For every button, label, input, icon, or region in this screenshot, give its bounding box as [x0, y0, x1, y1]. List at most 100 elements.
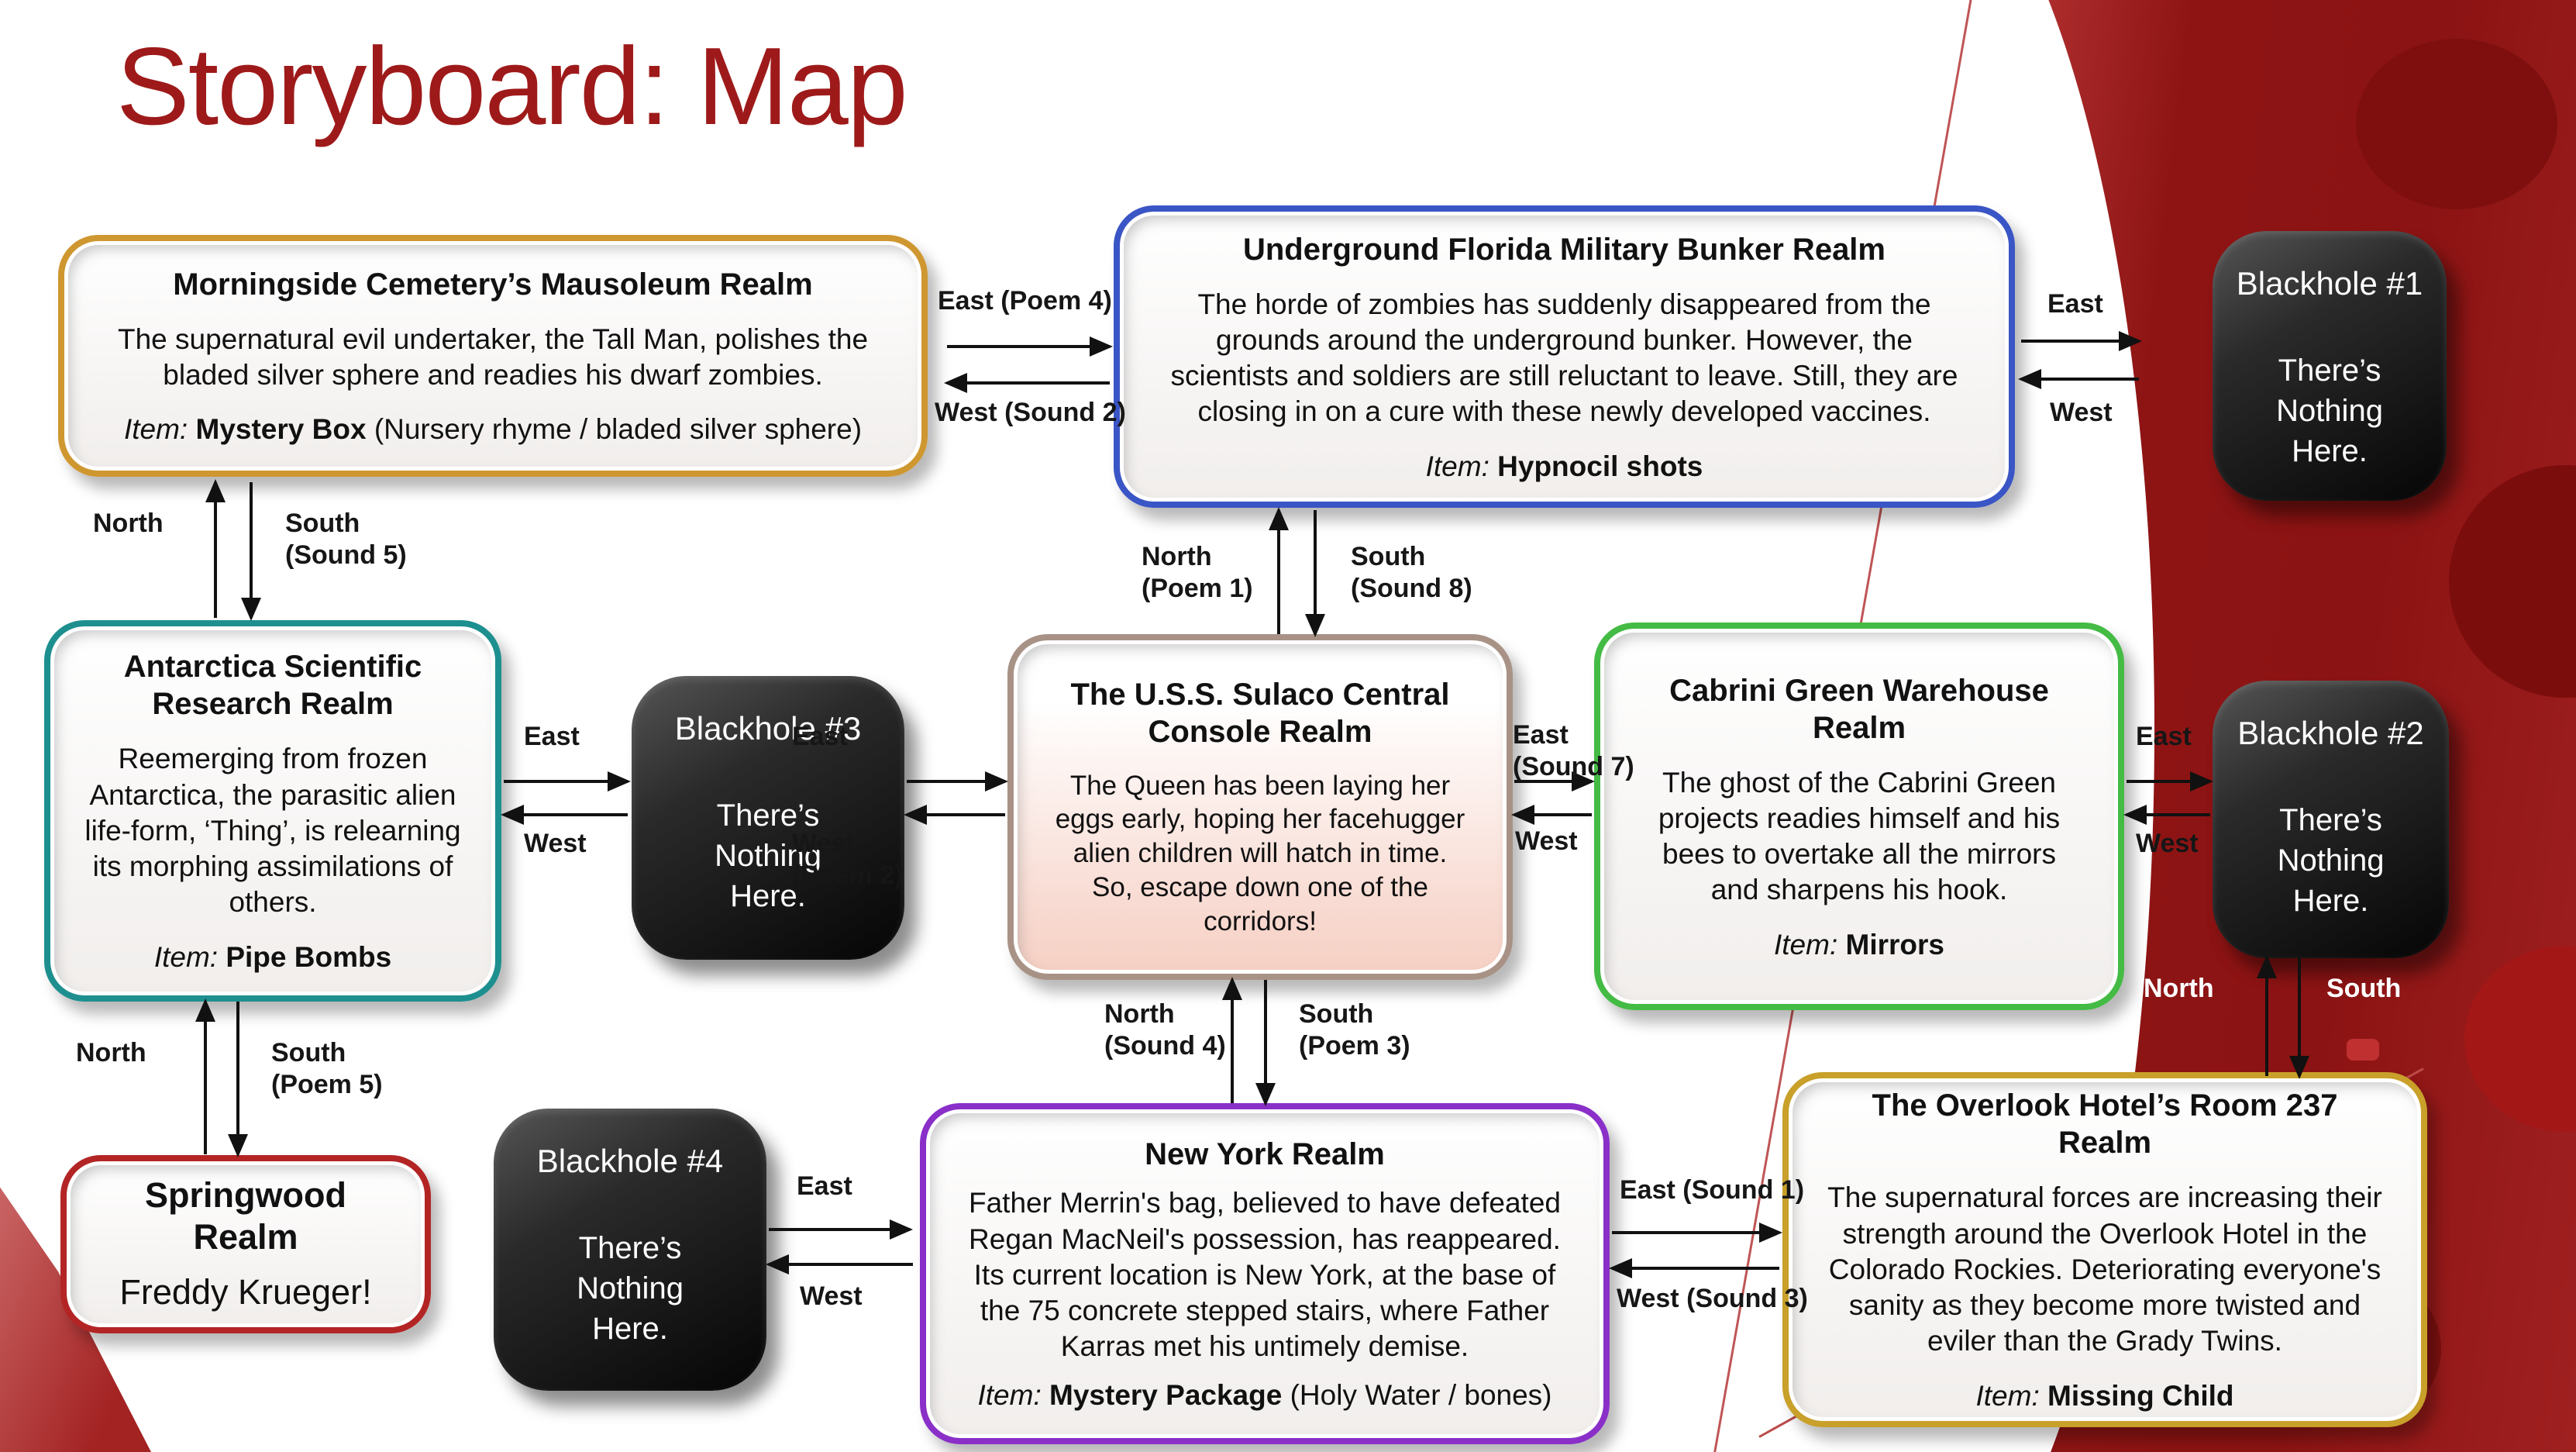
- label-south-blackhole2-overlook: South: [2326, 974, 2402, 1003]
- blackhole-title: Blackhole #1: [2236, 265, 2423, 302]
- label-west-sulaco-blackhole3: West (Poem 2): [792, 829, 904, 890]
- arrow-east-morningside-florida: [947, 345, 1110, 348]
- item-label: Item:: [153, 940, 219, 973]
- label-south-sulaco-newyork: South (Poem 3): [1299, 999, 1410, 1061]
- blackhole-body: There’s Nothing Here.: [2276, 354, 2383, 468]
- arrow-west-sulaco-blackhole3: [907, 813, 1005, 816]
- item-label: Item:: [1773, 928, 1838, 961]
- arrow-west-newyork-blackhole4: [769, 1263, 913, 1266]
- item-name: Hypnocil shots: [1497, 450, 1703, 482]
- blackhole-box-3: Blackhole #3 There’s Nothing Here.: [632, 676, 904, 960]
- label-south-morningside-antarctica: South (Sound 5): [285, 509, 407, 570]
- item-name: Mystery Package: [1049, 1378, 1283, 1411]
- background-blob: [2356, 39, 2557, 209]
- realm-box-morningside: Morningside Cemetery’s Mausoleum Realm T…: [58, 235, 928, 477]
- arrow-west-blackhole1-florida: [2021, 378, 2139, 381]
- realm-title: Morningside Cemetery’s Mausoleum Realm: [173, 267, 813, 302]
- arrow-east-cabrini-blackhole2: [2127, 780, 2210, 783]
- arrow-south-florida-sulaco: [1314, 510, 1317, 634]
- label-east-blackhole4-newyork: East: [797, 1171, 852, 1201]
- background-blob: [2347, 1039, 2379, 1061]
- page-title: Storyboard: Map: [116, 25, 908, 148]
- arrow-north-springwood-antarctica: [204, 1002, 207, 1154]
- realm-item: Item: Missing Child: [1827, 1380, 2382, 1412]
- arrow-east-florida-blackhole1: [2021, 340, 2139, 343]
- label-south-antarctica-springwood: South (Poem 5): [271, 1038, 383, 1099]
- realm-item: Item: Mirrors: [1641, 929, 2078, 961]
- realm-title: The U.S.S. Sulaco Central Console Realm: [1070, 677, 1450, 749]
- item-name: Mystery Box: [195, 413, 367, 446]
- label-south-florida-sulaco: South (Sound 8): [1351, 542, 1472, 603]
- arrow-east-blackhole3-sulaco: [907, 780, 1005, 783]
- label-east-cabrini-blackhole2: East: [2136, 722, 2192, 751]
- blackhole-body: There’s Nothing Here.: [715, 798, 821, 913]
- arrow-west-overlook-newyork: [1612, 1267, 1779, 1270]
- realm-title: Springwood Realm: [145, 1174, 346, 1257]
- realm-item: Item: Hypnocil shots: [1159, 450, 1970, 483]
- label-west-blackhole1-florida: West: [2050, 398, 2113, 427]
- realm-box-springwood: Springwood Realm Freddy Krueger!: [60, 1155, 431, 1333]
- blackhole-body: There’s Nothing Here.: [577, 1231, 684, 1346]
- blackhole-box-4: Blackhole #4 There’s Nothing Here.: [494, 1109, 766, 1391]
- arrow-south-sulaco-newyork: [1264, 980, 1267, 1103]
- blackhole-title: Blackhole #3: [674, 710, 862, 747]
- arrow-east-sulaco-cabrini: [1514, 780, 1592, 783]
- blackhole-title: Blackhole #4: [536, 1143, 724, 1179]
- realm-box-new-york: New York Realm Father Merrin's bag, beli…: [920, 1103, 1610, 1444]
- blackhole-box-2: Blackhole #2 There’s Nothing Here.: [2213, 681, 2449, 958]
- label-west-florida-morningside: West (Sound 2): [935, 398, 1126, 427]
- label-east-florida-blackhole1: East: [2047, 289, 2103, 319]
- realm-description: The ghost of the Cabrini Green projects …: [1658, 766, 2061, 906]
- arrow-north-overlook-blackhole2: [2265, 958, 2268, 1076]
- label-north-antarctica-springwood: North: [76, 1038, 146, 1067]
- realm-description: Father Merrin's bag, believed to have de…: [969, 1187, 1561, 1363]
- realm-box-overlook: The Overlook Hotel’s Room 237 Realm The …: [1782, 1072, 2427, 1427]
- realm-description: Freddy Krueger!: [119, 1271, 372, 1312]
- label-north-sulaco-newyork: North (Sound 4): [1104, 999, 1226, 1061]
- arrow-west-blackhole2-cabrini: [2127, 813, 2210, 816]
- realm-item: Item: Mystery Package (Holy Water / bone…: [965, 1379, 1565, 1412]
- realm-box-florida-bunker: Underground Florida Military Bunker Real…: [1114, 205, 2015, 508]
- item-label: Item:: [977, 1378, 1042, 1411]
- arrow-north-sulaco-florida: [1277, 510, 1280, 634]
- label-north-blackhole2-overlook: North: [2144, 974, 2214, 1003]
- item-name: Pipe Bombs: [226, 940, 392, 973]
- label-west-blackhole3-antarctica: West: [524, 829, 587, 858]
- realm-box-antarctica: Antarctica Scientific Research Realm Ree…: [44, 620, 501, 1002]
- item-name: Missing Child: [2047, 1379, 2234, 1412]
- arrow-east-blackhole4-newyork: [769, 1228, 910, 1231]
- label-north-florida-sulaco: North (Poem 1): [1142, 542, 1253, 603]
- realm-item: Item: Pipe Bombs: [83, 941, 463, 974]
- blackhole-box-1: Blackhole #1 There’s Nothing Here.: [2213, 231, 2447, 501]
- realm-title: Antarctica Scientific Research Realm: [123, 650, 422, 722]
- label-east-blackhole3-sulaco: East: [792, 722, 848, 751]
- arrow-east-newyork-overlook: [1612, 1231, 1779, 1234]
- realm-title: New York Realm: [1145, 1137, 1385, 1172]
- realm-description: Reemerging from frozen Antarctica, the p…: [84, 743, 461, 919]
- arrow-south-antarctica-springwood: [236, 1002, 239, 1154]
- label-east-antarctica-blackhole3: East: [524, 722, 580, 751]
- realm-description: The horde of zombies has suddenly disapp…: [1170, 288, 1958, 428]
- realm-description: The Queen has been laying her eggs early…: [1055, 770, 1465, 936]
- arrow-south-morningside-antarctica: [250, 482, 253, 618]
- item-label: Item:: [1975, 1379, 2040, 1412]
- realm-description: The supernatural evil undertaker, the Ta…: [117, 322, 869, 391]
- label-north-morningside-antarctica: North: [93, 509, 164, 538]
- realm-title: The Overlook Hotel’s Room 237 Realm: [1872, 1088, 2338, 1161]
- item-label: Item:: [123, 413, 188, 446]
- arrow-west-cabrini-sulaco: [1514, 813, 1592, 816]
- realm-description: The supernatural forces are increasing t…: [1827, 1181, 2382, 1357]
- realm-box-sulaco: The U.S.S. Sulaco Central Console Realm …: [1007, 634, 1513, 980]
- label-west-cabrini-sulaco: West: [1515, 826, 1578, 856]
- arrow-east-antarctica-blackhole3: [504, 780, 628, 783]
- blackhole-body: There’s Nothing Here.: [2277, 803, 2385, 918]
- item-label: Item:: [1425, 450, 1489, 482]
- label-west-newyork-blackhole4: West: [800, 1281, 863, 1311]
- arrow-west-florida-morningside: [947, 381, 1110, 385]
- arrow-north-newyork-sulaco: [1231, 980, 1234, 1103]
- label-west-blackhole2-cabrini: West: [2136, 829, 2199, 858]
- realm-item: Item: Mystery Box (Nursery rhyme / blade…: [103, 413, 883, 446]
- realm-title: Underground Florida Military Bunker Real…: [1242, 232, 1886, 267]
- item-name: Mirrors: [1845, 928, 1944, 961]
